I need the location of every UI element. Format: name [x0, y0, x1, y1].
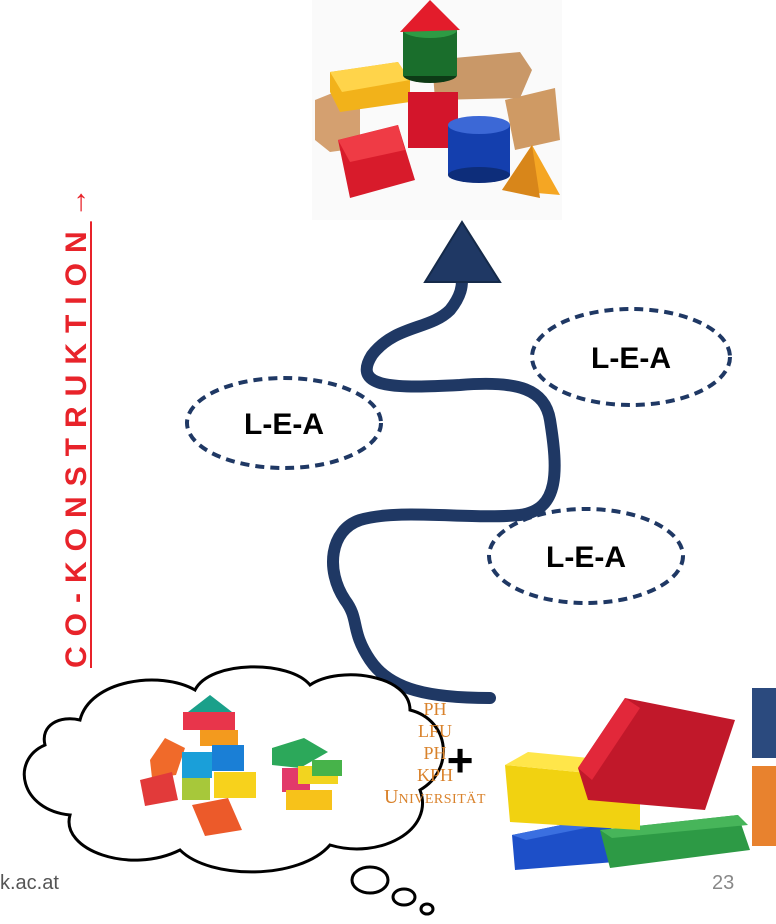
universitaet-first-letter: U: [384, 786, 399, 808]
institution-item: LFU: [417, 721, 452, 741]
co-konstruktion-label: CO-KONSTRUKTION→: [60, 177, 94, 668]
bubble-left-label: L-E-A: [244, 408, 324, 441]
winding-path: [327, 274, 561, 704]
institution-list: PH LFU PH KPH UNIVERSITÄT: [360, 698, 510, 811]
arrow-right-icon: →: [60, 177, 93, 218]
page-number: 23: [712, 872, 735, 894]
institution-item: PH: [423, 699, 447, 719]
bubble-top-right-label: L-E-A: [591, 342, 671, 375]
footer-url: k.ac.at: [0, 872, 59, 894]
co-konstruktion-text: CO-KONSTRUKTION: [60, 221, 93, 668]
institution-item: PH: [423, 743, 447, 763]
side-accent-blue: [752, 688, 776, 758]
side-accent-orange: [752, 766, 776, 846]
path-arrowhead: [423, 220, 502, 283]
plus-sign: +: [447, 734, 474, 786]
stacked-blocks-image: [505, 698, 750, 870]
bubble-bottom-right: L-E-A: [487, 507, 685, 605]
universitaet-rest: NIVERSITÄT: [398, 792, 486, 807]
scattered-blocks-image: [140, 695, 342, 836]
institution-item: KPH: [416, 765, 453, 785]
bubble-left: L-E-A: [185, 376, 383, 470]
institution-item-universitaet: UNIVERSITÄT: [360, 786, 510, 811]
bubble-bottom-right-label: L-E-A: [546, 541, 626, 574]
bubble-top-right: L-E-A: [530, 307, 732, 407]
block-tower-image: [312, 0, 562, 220]
